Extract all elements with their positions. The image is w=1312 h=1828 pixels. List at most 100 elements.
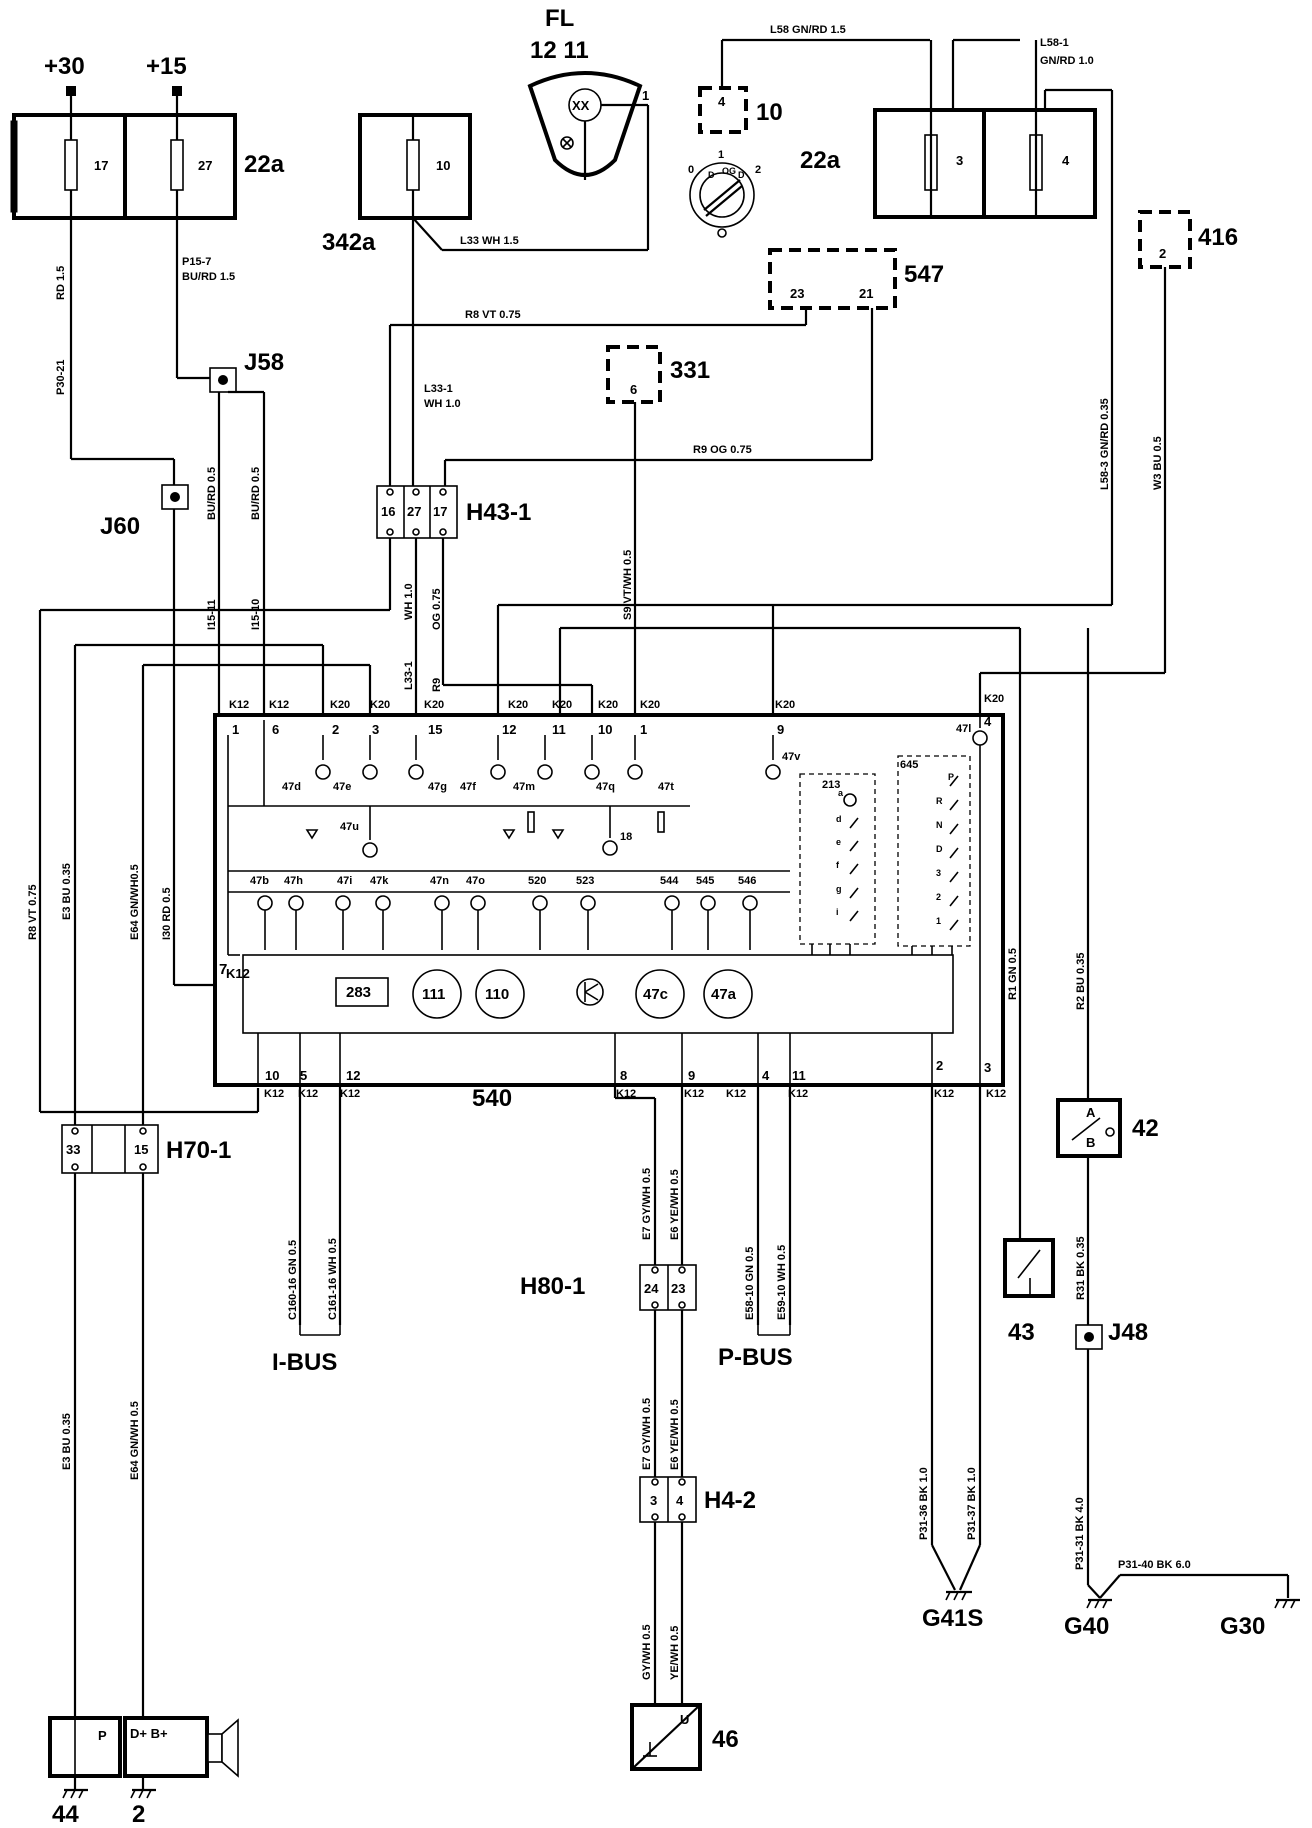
svg-text:12: 12 <box>346 1068 360 1083</box>
svg-text:47l: 47l <box>956 723 971 735</box>
h43-1-label: H43-1 <box>466 499 531 526</box>
component-2: D+ B+ 2 <box>123 1716 239 1828</box>
component-331: 6 331 <box>606 345 710 715</box>
component-44: P 44 <box>48 1716 122 1828</box>
wire-label-r1: R1 GN 0.5 <box>1007 948 1019 1000</box>
svg-text:K12: K12 <box>726 1088 746 1100</box>
comp-416-label: 416 <box>1198 224 1238 251</box>
switch-10: 4 10 L58 GN/RD 1.5 0 1 2 D OG D <box>688 24 930 238</box>
svg-text:a: a <box>838 788 844 798</box>
comp-331-pin: 6 <box>630 382 637 397</box>
svg-text:545: 545 <box>696 875 714 887</box>
svg-text:K12: K12 <box>229 699 249 711</box>
wire-label-i30: I30 RD 0.5 <box>161 887 173 940</box>
fusebox-22a-right-label: 22a <box>800 147 841 174</box>
component-46: U 46 <box>630 1703 739 1771</box>
p-bus: E58-10 GN 0.5 E59-10 WH 0.5 P-BUS <box>718 1085 793 1371</box>
wire-label-e64-left: E64 GN/WH0.5 <box>129 864 141 940</box>
fuse-342a-label: 342a <box>322 229 376 256</box>
wire-label-l58: L58 GN/RD 1.5 <box>770 24 846 36</box>
svg-text:6: 6 <box>272 722 279 737</box>
comp-2-label: 2 <box>132 1801 145 1828</box>
svg-text:K20: K20 <box>598 699 618 711</box>
block-213: 213 a d e f g i <box>799 773 876 945</box>
wire-label-p15-7: P15-7 <box>182 256 211 268</box>
h43-1-pin17: 17 <box>433 504 447 519</box>
component-547: 23 21 547 <box>388 248 944 486</box>
wire-label-l58-1: L58-1 <box>1040 37 1069 49</box>
gauge-111: 111 <box>422 986 445 1003</box>
fuse-27-label: 27 <box>198 158 212 173</box>
gauge-283: 283 <box>346 984 371 1001</box>
fuse-342a: 10 342a <box>322 113 472 256</box>
svg-text:15: 15 <box>428 722 442 737</box>
connector-h43-1: 16 27 17 H43-1 <box>376 485 531 539</box>
svg-text:47f: 47f <box>460 781 476 793</box>
svg-text:544: 544 <box>660 875 679 887</box>
ground-g30: G30 <box>1220 1598 1300 1640</box>
wire-label-e3-bot: E3 BU 0.35 <box>61 1413 73 1470</box>
wire-label-l33-1: L33-1 <box>424 383 453 395</box>
wire-label-e59: E59-10 WH 0.5 <box>776 1245 788 1320</box>
wire-label-w3: W3 BU 0.5 <box>1152 436 1164 490</box>
fl-label: FL <box>545 5 574 32</box>
wire-label-e6-mid: E6 YE/WH 0.5 <box>669 1399 681 1470</box>
cluster-540-label: 540 <box>472 1085 512 1112</box>
i-bus: C160-16 GN 0.5 C161-16 WH 0.5 I-BUS <box>272 1085 342 1376</box>
comp-2-text: D+ B+ <box>130 1726 168 1741</box>
svg-text:47t: 47t <box>658 781 674 793</box>
wire-label-og075: OG 0.75 <box>431 588 443 630</box>
wire-label-p30-21: P30-21 <box>55 360 67 395</box>
svg-text:8: 8 <box>620 1068 627 1083</box>
wire-label-gywh-bot: GY/WH 0.5 <box>641 1624 653 1680</box>
connector-j48: J48 <box>1075 1319 1148 1350</box>
connector-h80-1: 24 23 H80-1 <box>520 1264 697 1311</box>
svg-text:11: 11 <box>792 1068 806 1083</box>
svg-text:12: 12 <box>502 722 516 737</box>
h43-1-pin27: 27 <box>407 504 421 519</box>
svg-text:D: D <box>738 170 745 180</box>
svg-text:47g: 47g <box>428 781 447 793</box>
fusebox-22a-right: 3 4 22a L58-1 GN/RD 1.0 <box>498 37 1114 607</box>
svg-text:g: g <box>836 884 842 894</box>
connector-j58: J58 <box>209 349 284 393</box>
gauge-47a: 47a <box>711 986 737 1003</box>
comp-547-pin-a: 23 <box>790 286 804 301</box>
svg-text:47h: 47h <box>284 875 303 887</box>
plus15-terminal <box>172 86 182 96</box>
wire-label-i15-10: I15-10 <box>250 599 262 630</box>
svg-text:9: 9 <box>777 722 784 737</box>
wire-label-burd-b: BU/RD 0.5 <box>250 467 262 520</box>
h70-1-label: H70-1 <box>166 1137 231 1164</box>
wire-label-l33-1v: L33-1 <box>403 661 415 690</box>
svg-text:3: 3 <box>984 1060 991 1075</box>
h80-1-pin23: 23 <box>671 1281 685 1296</box>
svg-text:47o: 47o <box>466 875 485 887</box>
h43-1-pin16: 16 <box>381 504 395 519</box>
wire-label-r9-top: R9 OG 0.75 <box>693 444 752 456</box>
fl-pins: 12 11 <box>530 37 589 64</box>
plus30-label: +30 <box>44 53 85 80</box>
svg-text:K20: K20 <box>984 693 1004 705</box>
connector-h70-1: 33 15 H70-1 <box>61 1124 231 1174</box>
lamps-row1: 47d 47e 47g 47f 47m 47q 47t 47v 47l <box>263 715 988 1060</box>
connector-j60: J60 <box>100 484 189 540</box>
cluster-540: K12 1 K12 6 K20 2 K20 3 K20 15 K20 12 K2… <box>213 693 1006 1112</box>
wire-label-p31-37: P31-37 BK 1.0 <box>966 1467 978 1540</box>
j58-label: J58 <box>244 349 284 376</box>
svg-text:47i: 47i <box>337 875 352 887</box>
gauge-110: 110 <box>485 986 509 1003</box>
wire-label-r8-left: R8 VT 0.75 <box>27 884 39 940</box>
connector-h4-2: 3 4 H4-2 <box>639 1476 756 1523</box>
svg-text:f: f <box>836 860 840 870</box>
svg-text:e: e <box>836 837 841 847</box>
switch-10-pin: 4 <box>718 94 726 109</box>
svg-text:N: N <box>936 820 943 830</box>
wire-label-s9: S9 VT/WH 0.5 <box>622 550 634 620</box>
svg-text:47u: 47u <box>340 821 359 833</box>
ground-g40: G40 <box>1064 1598 1112 1640</box>
svg-text:1: 1 <box>232 722 239 737</box>
cluster-gauge-block: K12 7 7 283 111 110 47c 47a <box>219 954 954 1034</box>
wire-label-p31-31: P31-31 BK 4.0 <box>1074 1497 1086 1570</box>
wire-label-e7-top: E7 GY/WH 0.5 <box>641 1168 653 1240</box>
